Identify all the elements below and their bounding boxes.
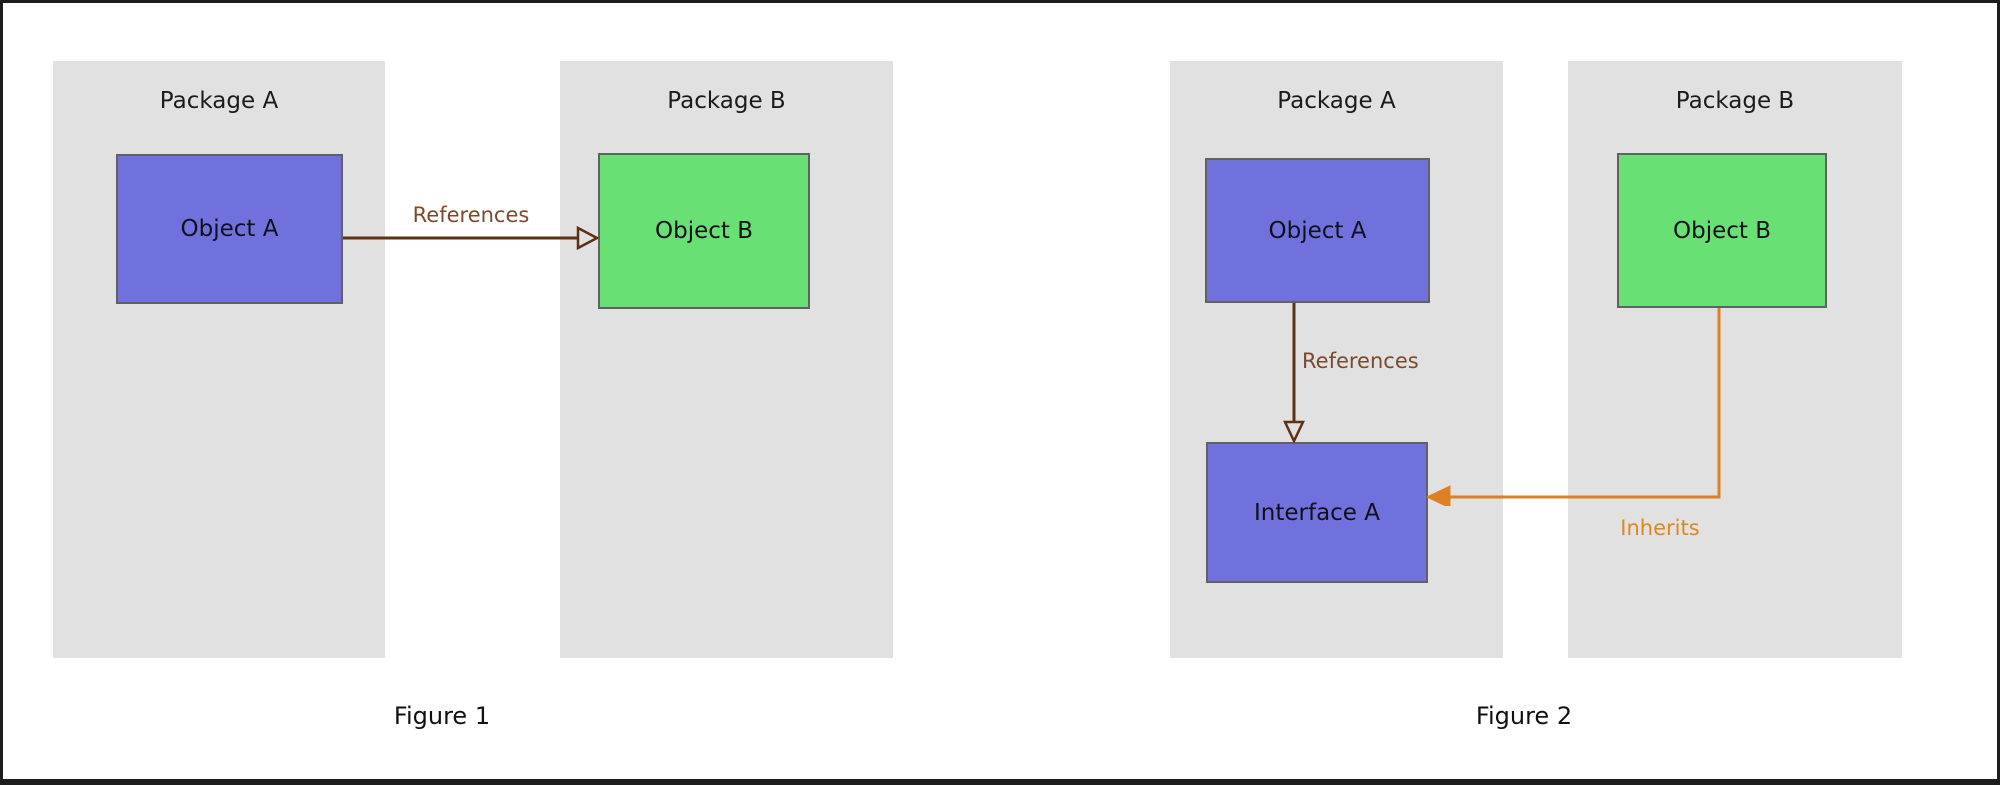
fig2-interface-a: Interface A bbox=[1206, 442, 1428, 583]
fig1-package-b: Package B bbox=[560, 61, 893, 658]
fig2-package-b-label: Package B bbox=[1675, 88, 1795, 114]
fig1-package-a-label: Package A bbox=[159, 88, 279, 114]
fig2-inherits-label: Inherits bbox=[1620, 516, 1700, 540]
fig1-references-label: References bbox=[412, 203, 530, 227]
fig2-object-b: Object B bbox=[1617, 153, 1827, 308]
fig2-object-b-label: Object B bbox=[1673, 217, 1771, 244]
fig1-package-a: Package A bbox=[53, 61, 385, 658]
fig1-package-b-label: Package B bbox=[667, 88, 786, 114]
fig2-inherits-arrow bbox=[1425, 308, 1721, 506]
fig2-object-a: Object A bbox=[1205, 158, 1430, 303]
fig2-package-a-label: Package A bbox=[1277, 88, 1396, 114]
fig2-caption: Figure 2 bbox=[1475, 702, 1573, 730]
fig1-object-b-label: Object B bbox=[655, 218, 753, 244]
fig1-object-a: Object A bbox=[116, 154, 343, 304]
fig1-references-arrow bbox=[343, 225, 599, 251]
fig1-object-b: Object B bbox=[598, 153, 810, 309]
fig2-object-a-label: Object A bbox=[1268, 217, 1367, 244]
fig2-interface-a-label: Interface A bbox=[1253, 499, 1381, 526]
fig1-caption: Figure 1 bbox=[393, 702, 491, 730]
fig1-object-a-label: Object A bbox=[180, 216, 279, 242]
fig2-references-label: References bbox=[1302, 349, 1419, 373]
fig2-references-arrow bbox=[1283, 303, 1305, 443]
